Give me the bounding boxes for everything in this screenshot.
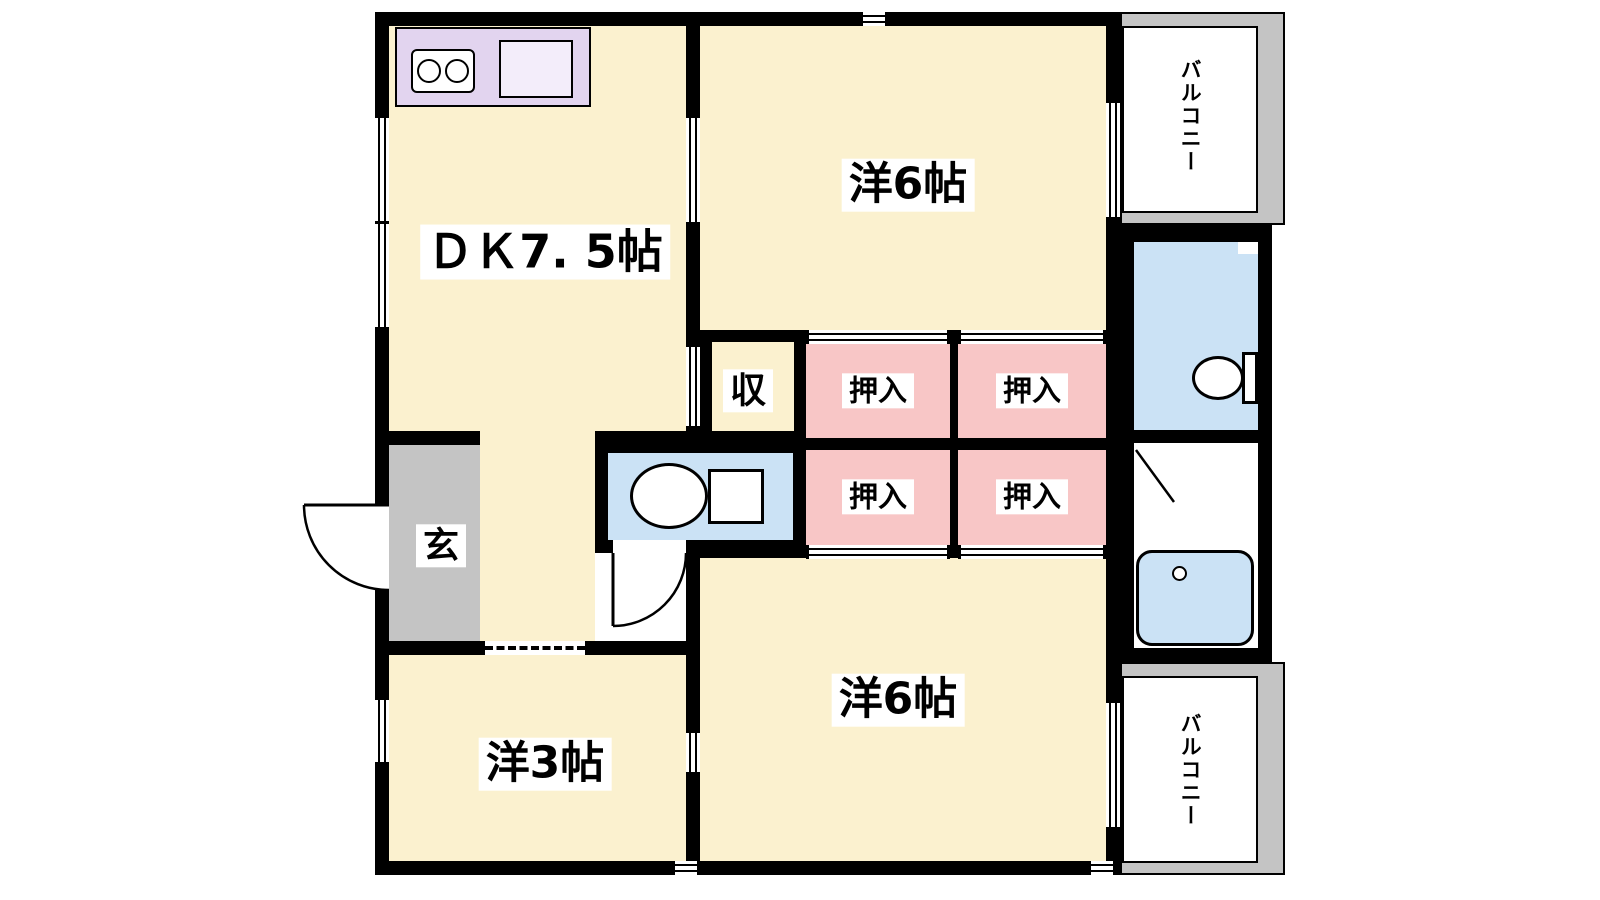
storage-door xyxy=(686,344,700,429)
toilet-door-opening xyxy=(613,540,686,553)
dk-label: ＤＫ7. 5帖 xyxy=(420,224,670,280)
washroom-window-notch xyxy=(1238,242,1258,254)
window-mullion xyxy=(375,221,389,224)
genkan-step-dashes xyxy=(485,646,585,650)
toilet-bowl-icon xyxy=(630,463,708,529)
sink-icon xyxy=(499,40,573,98)
stove-icon xyxy=(411,49,475,93)
wall-tick-bottom-right xyxy=(1088,861,1116,875)
kitchen-counter xyxy=(395,27,591,107)
oshiire-4-label: 押入 xyxy=(995,479,1069,515)
burner-icon xyxy=(417,59,441,83)
washroom-toilet-tank-icon xyxy=(1242,352,1258,404)
oshiire-1-door xyxy=(806,330,950,344)
hallway xyxy=(480,431,595,641)
balcony-top-label: バルコニー xyxy=(1176,51,1204,181)
western6-top-label: 洋6帖 xyxy=(841,158,975,212)
balcony-bottom-label: バルコニー xyxy=(1176,705,1204,835)
oshiire-1-label: 押入 xyxy=(841,373,915,409)
bathroom-door-leaf xyxy=(1134,449,1176,503)
wall-tick-bottom-left xyxy=(672,861,700,875)
western6-bottom-label: 洋6帖 xyxy=(831,673,965,727)
western3-label: 洋3帖 xyxy=(478,737,612,791)
oshiire-3-label: 押入 xyxy=(841,479,915,515)
sliding-door-dk-west6 xyxy=(686,115,700,225)
balcony-door-top xyxy=(1106,100,1120,220)
balcony-bottom: バルコニー xyxy=(1120,662,1285,875)
toilet-tank-icon xyxy=(708,469,764,524)
washroom-toilet-bowl-icon xyxy=(1192,356,1244,400)
window-western3-left xyxy=(375,697,389,765)
oshiire-4-door xyxy=(958,545,1106,559)
bathtub-icon xyxy=(1136,550,1254,646)
storage-label: 収 xyxy=(722,369,774,413)
washroom-floor xyxy=(1134,242,1258,430)
oshiire-2-door xyxy=(958,330,1106,344)
balcony-top: バルコニー xyxy=(1120,12,1285,225)
balcony-door-bottom xyxy=(1106,700,1120,830)
oshiire-3-door xyxy=(806,545,950,559)
entrance-label: 玄 xyxy=(415,524,467,568)
opening-west3-west6 xyxy=(686,730,700,775)
entrance-door-arc xyxy=(302,504,390,592)
toilet-door-arc xyxy=(612,552,688,628)
burner-icon xyxy=(445,59,469,83)
oshiire-2-label: 押入 xyxy=(995,373,1069,409)
wall-tick-top xyxy=(860,12,888,26)
genkan-step xyxy=(485,641,585,655)
bathtub-drain-icon xyxy=(1172,566,1187,581)
entrance-door-opening xyxy=(375,505,389,590)
